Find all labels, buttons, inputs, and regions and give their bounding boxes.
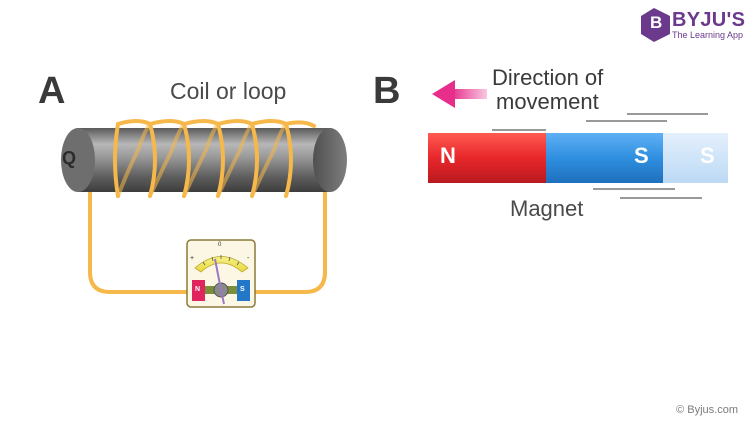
- magnet-north-label: N: [440, 143, 456, 168]
- magnet-label: Magnet: [510, 196, 584, 221]
- direction-line-2: movement: [496, 89, 599, 114]
- logo-letter: B: [650, 13, 663, 32]
- iron-core-cylinder: [61, 128, 347, 192]
- movement-arrow: [432, 80, 487, 108]
- galvanometer-plus: +: [190, 255, 195, 262]
- part-b-label: B: [373, 70, 401, 112]
- coil-turns: [113, 119, 316, 198]
- brand-tagline: The Learning App: [672, 30, 744, 40]
- guide-lines: [492, 113, 708, 199]
- bar-magnet: [428, 133, 728, 183]
- brand-name: BYJU'S: [672, 9, 746, 31]
- core-label: Q: [62, 148, 77, 168]
- galvanometer-zero: 0: [218, 242, 222, 248]
- part-a-label: A: [38, 70, 66, 112]
- galvanometer-north: N: [195, 286, 201, 293]
- magnet-ghost-south-label: S: [700, 143, 715, 168]
- byjus-logo-mark: [641, 8, 670, 42]
- copyright-notice: © Byjus.com: [676, 404, 738, 416]
- magnet-south-label: S: [634, 143, 649, 168]
- galvanometer: [186, 239, 256, 308]
- direction-label: Direction of movement: [492, 66, 603, 114]
- coil-title: Coil or loop: [170, 78, 287, 104]
- galvanometer-minus: -: [247, 255, 250, 262]
- galvanometer-south: S: [240, 286, 245, 293]
- direction-line-1: Direction of: [492, 65, 604, 90]
